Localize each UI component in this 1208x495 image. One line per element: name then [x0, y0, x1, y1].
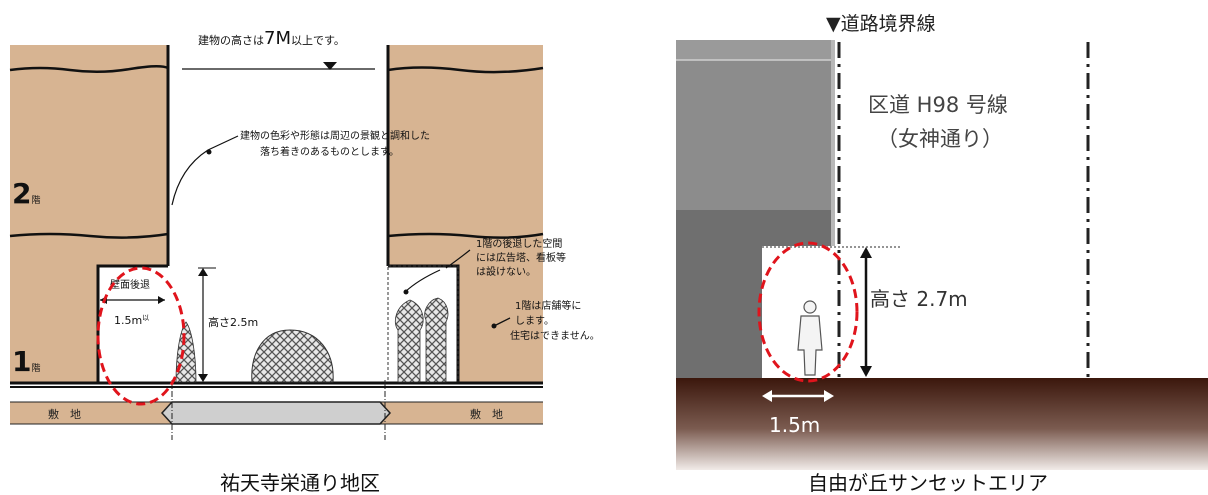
height-2-7-label: 高さ 2.7m: [870, 287, 968, 311]
road-alias: （女神通り）: [877, 127, 1003, 151]
width-1-5-label: 1.5m: [769, 413, 820, 437]
person-icon: [797, 300, 823, 376]
caption-left: 祐天寺栄通り地区: [220, 471, 380, 495]
left-figure: 敷 地 敷 地 建物の高さは7M以上です。 2階 1階 建物の色彩や形態は周辺の…: [9, 28, 600, 440]
building-light-column: [831, 40, 835, 378]
setback-label: 壁面後退: [110, 278, 150, 291]
callout-store-line3: 住宅はできません。: [510, 329, 600, 342]
setback-highlight-ellipse-right: [757, 241, 859, 383]
callout-color-form-line2: 落ち着きのあるものとします。: [260, 145, 399, 158]
site-label-right: 敷 地: [470, 407, 503, 421]
height-label: 高さ2.5m: [208, 315, 258, 329]
building-top-strip: [676, 40, 831, 60]
callout-store-line1: 1階は店舗等に: [515, 299, 581, 312]
tree-right-2: [424, 297, 449, 383]
road-name: 区道 H98 号線: [868, 93, 1008, 117]
setback-value: 1.5m以: [114, 314, 149, 327]
shrub-center: [251, 329, 334, 383]
road-segment: [160, 401, 392, 425]
right-setback-space: [762, 246, 835, 378]
callout-space-line3: は設けない。: [476, 265, 536, 278]
callout-space-line1: 1階の後退した空間: [476, 237, 562, 250]
boundary-label: ▼道路境界線: [826, 13, 936, 35]
floor-2-label: 2階: [12, 177, 41, 210]
setback-highlight-ellipse: [96, 266, 186, 406]
site-label-left: 敷 地: [48, 407, 81, 421]
shrub-left: [175, 321, 197, 383]
building-upper: [676, 60, 831, 210]
height-note: 建物の高さは7M以上です。: [198, 28, 345, 49]
callout-color-form-line1: 建物の色彩や形態は周辺の景観と調和した: [240, 129, 430, 142]
callout-store-line2: します。: [515, 315, 554, 327]
right-figure: ▼道路境界線 区道 H98 号線 （女神通り） 高さ 2.7m 1.5m: [676, 13, 1208, 470]
road-ground: [676, 378, 1208, 470]
left-setback-space: [98, 266, 170, 383]
floor-1-label: 1階: [12, 345, 41, 378]
callout-space-line2: には広告塔、看板等: [476, 251, 566, 264]
caption-right: 自由が丘サンセットエリア: [808, 471, 1048, 495]
tree-right-1: [394, 299, 424, 383]
